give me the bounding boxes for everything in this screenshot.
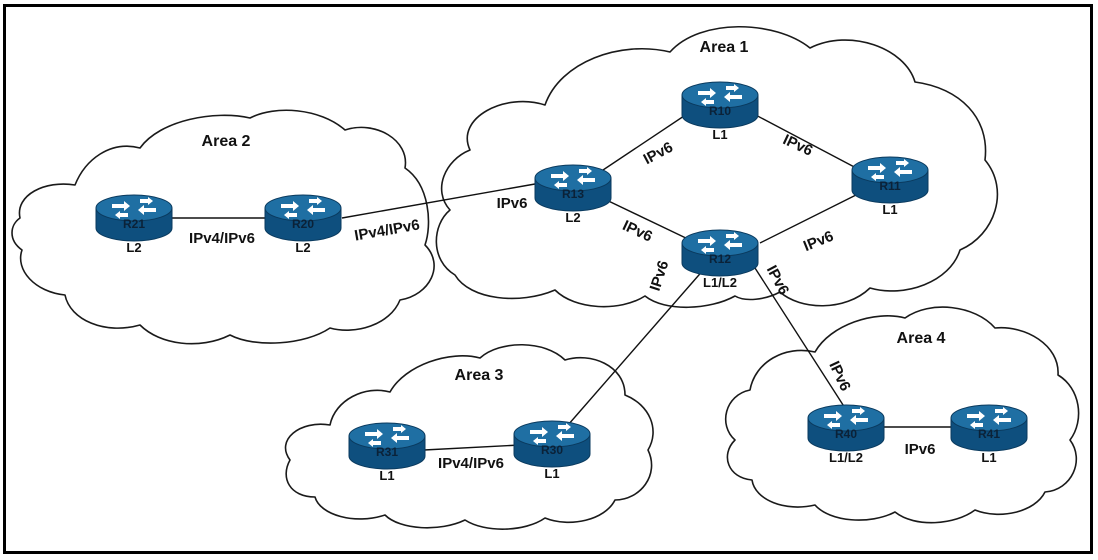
- router-r40-name: R40: [835, 427, 857, 441]
- link-r12-r11: [759, 191, 863, 244]
- router-r30: R30 L1: [513, 420, 591, 481]
- link-label-r21-r20: IPv4/IPv6: [189, 230, 255, 247]
- link-r13-r10: [599, 111, 691, 173]
- router-r20-level: L2: [295, 240, 310, 255]
- link-label-r13-r12-left: IPv6: [497, 195, 528, 212]
- router-r40-level: L1/L2: [829, 450, 863, 465]
- link-r13-r12: [597, 195, 691, 241]
- link-r10-r11: [749, 111, 861, 171]
- router-r31-level: L1: [379, 468, 394, 483]
- router-r20-name: R20: [292, 217, 314, 231]
- router-r11-name: R11: [879, 179, 901, 193]
- link-r20-r13: [341, 183, 536, 219]
- router-r31-name: R31: [376, 445, 398, 459]
- router-r30-name: R30: [541, 443, 563, 457]
- router-r20: R20 L2: [264, 194, 342, 255]
- area4-cloud: [724, 306, 1080, 524]
- router-r41: R41 L1: [950, 404, 1028, 465]
- router-r31: R31 L1: [348, 422, 426, 483]
- area1-cloud: [435, 26, 999, 309]
- router-r13-level: L2: [565, 210, 580, 225]
- diagram-frame: [3, 4, 1093, 554]
- router-r21-name: R21: [123, 217, 145, 231]
- router-r41-name: R41: [978, 427, 1000, 441]
- area2-cloud: [11, 109, 435, 345]
- router-r10-level: L1: [712, 127, 727, 142]
- area4-title: Area 4: [897, 330, 946, 347]
- link-label-r31-r30: IPv4/IPv6: [438, 455, 504, 472]
- router-r21-level: L2: [126, 240, 141, 255]
- router-r11: R11 L1: [851, 156, 929, 217]
- link-label-r40-r41: IPv6: [905, 441, 936, 458]
- router-r40: R40 L1/L2: [807, 404, 885, 465]
- router-r10-name: R10: [709, 104, 731, 118]
- router-r12-level: L1/L2: [703, 275, 737, 290]
- area2-title: Area 2: [202, 133, 251, 150]
- router-r12-name: R12: [709, 252, 731, 266]
- area3-cloud: [284, 343, 654, 530]
- router-r30-level: L1: [544, 466, 559, 481]
- router-r13: R13 L2: [534, 164, 612, 225]
- router-r11-level: L1: [882, 202, 897, 217]
- router-r10: R10 L1: [681, 81, 759, 142]
- router-r12: R12 L1/L2: [681, 229, 759, 290]
- area1-title: Area 1: [700, 39, 749, 56]
- router-r41-level: L1: [981, 450, 996, 465]
- link-r12-r40: [754, 267, 846, 409]
- link-r31-r30: [423, 444, 521, 451]
- router-r13-name: R13: [562, 187, 584, 201]
- link-r12-r30: [567, 267, 706, 426]
- area3-title: Area 3: [455, 367, 504, 384]
- router-r21: R21 L2: [95, 194, 173, 255]
